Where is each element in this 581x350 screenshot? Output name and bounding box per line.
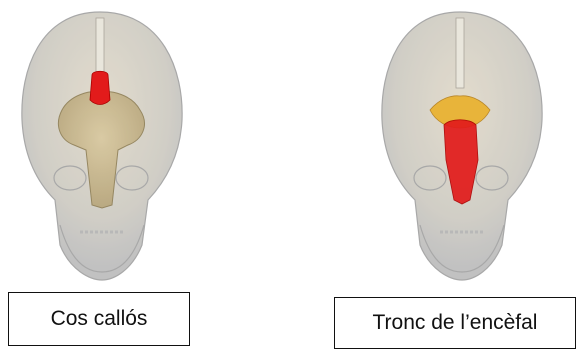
- label-box: Tronc de l’encèfal: [334, 297, 576, 349]
- panel-corpus-callosum: Cos callós: [0, 0, 290, 350]
- panel-brainstem: Tronc de l’encèfal: [290, 0, 580, 350]
- panel-label: Tronc de l’encèfal: [373, 311, 538, 335]
- corpus-callosum-highlight: [90, 71, 110, 104]
- panel-label: Cos callós: [51, 307, 148, 331]
- midline-fissure: [456, 18, 464, 88]
- label-box: Cos callós: [8, 292, 190, 346]
- head-illustration-right: [290, 0, 580, 290]
- head-illustration-left: [0, 0, 290, 290]
